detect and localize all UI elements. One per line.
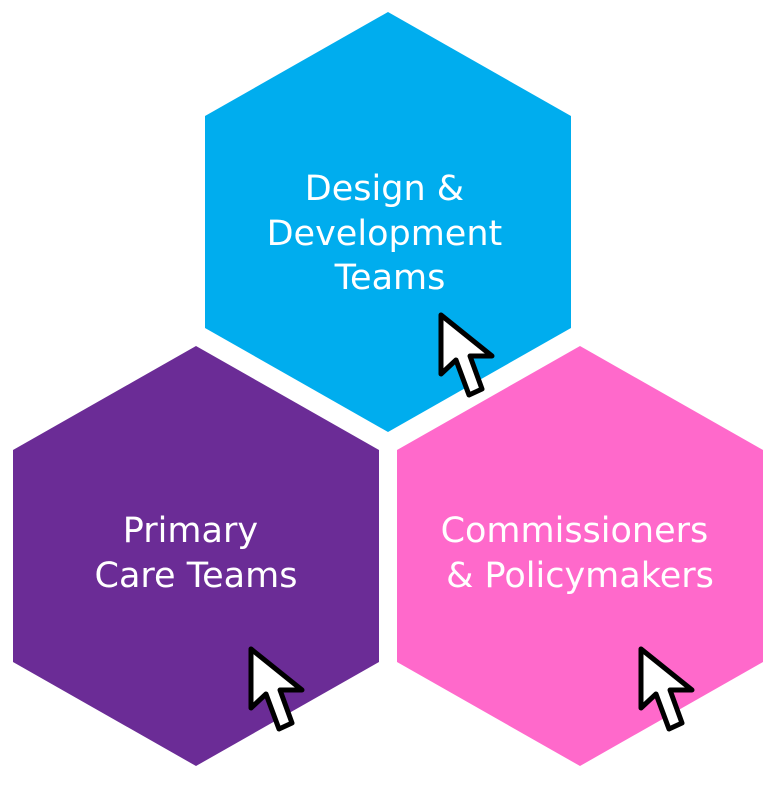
hexagon-design-shape	[205, 12, 571, 432]
mouse-pointer-icon	[438, 312, 495, 398]
hexagon-design-label: Design & Development Teams	[267, 169, 514, 298]
hexagon-commissioners-label: Commissioners & Policymakers	[441, 511, 720, 596]
hexagon-design-development[interactable]: Design & Development Teams	[205, 12, 571, 432]
mouse-pointer-icon	[248, 646, 305, 732]
hexagon-design-label-line-3: Teams	[334, 258, 446, 298]
hexagon-commissioners-label-line-1: Commissioners	[441, 511, 709, 551]
hexagon-primary-label: Primary Care Teams	[95, 511, 298, 596]
hexagon-design-label-line-2: Development	[267, 214, 503, 254]
hexagon-design-label-line-1: Design &	[305, 169, 464, 209]
hexagon-commissioners[interactable]: Commissioners & Policymakers	[397, 346, 763, 766]
hexagon-commissioners-shape	[397, 346, 763, 766]
hexagon-primary-care[interactable]: Primary Care Teams	[13, 346, 379, 766]
mouse-pointer-icon	[638, 646, 695, 732]
hexagon-commissioners-label-line-2: & Policymakers	[446, 556, 714, 596]
hexagon-primary-shape	[13, 346, 379, 766]
hexagon-primary-label-line-2: Care Teams	[95, 556, 298, 596]
hexagon-primary-label-line-1: Primary	[123, 511, 258, 551]
